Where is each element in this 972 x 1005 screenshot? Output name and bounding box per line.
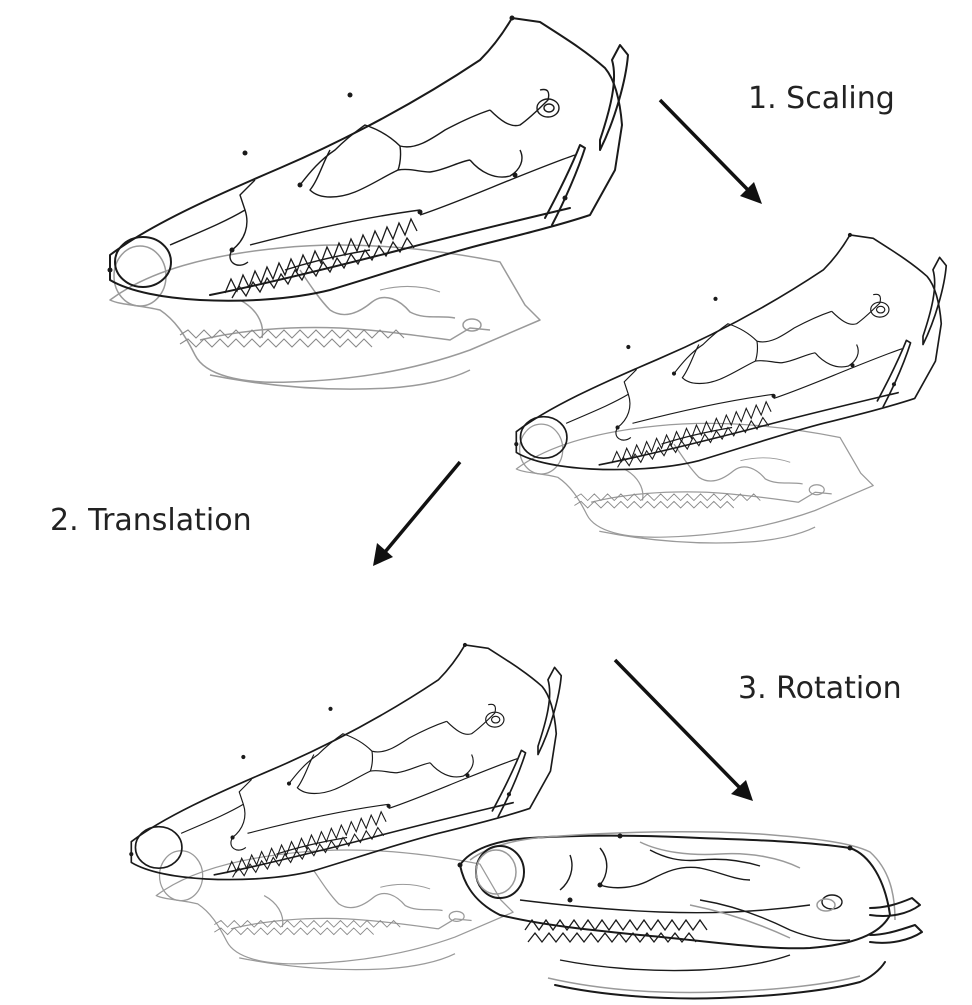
figure-after-rotation [458, 832, 923, 999]
aligned-skull-outline [458, 832, 923, 999]
figure-after-scaling [514, 233, 946, 543]
arrow-translation [373, 462, 460, 566]
step-label-translation: 2. Translation [50, 503, 252, 538]
reference-skull-outline [156, 850, 513, 970]
figure-initial [108, 16, 629, 390]
step-label-scaling: 1. Scaling [748, 81, 895, 116]
reference-skull-outline [516, 423, 873, 543]
target-skull-outline [108, 16, 629, 301]
arrow-rotation [615, 660, 753, 801]
step-label-rotation: 3. Rotation [738, 671, 902, 706]
reference-skull-outline [110, 245, 540, 389]
figure-after-translation [129, 643, 561, 970]
target-skull-outline [514, 233, 946, 470]
arrow-scaling [660, 100, 762, 204]
